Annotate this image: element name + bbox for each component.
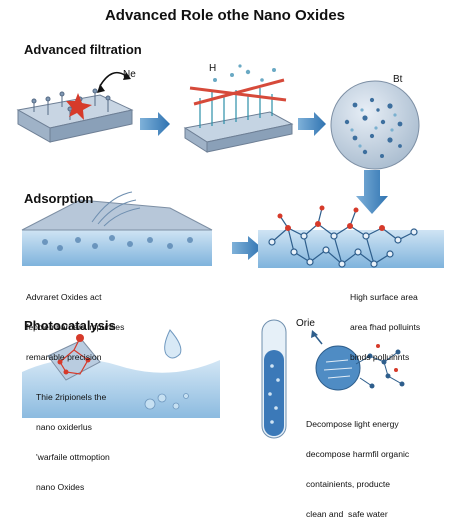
- caption-line: High surface area: [350, 292, 418, 302]
- catalyst-sphere: [311, 330, 405, 391]
- page-title: Advanced Role othe Nano Oxides: [104, 7, 346, 24]
- molecular-network: [258, 205, 444, 268]
- nanoparticle-sphere: [330, 80, 420, 170]
- arrow-head: [97, 84, 105, 93]
- caption-line: nano oxiderlus: [36, 422, 92, 432]
- adsorption-caption-left: Advraret Oxides act fepcien barriers imp…: [26, 272, 124, 372]
- arrow-head: [123, 72, 131, 80]
- section-heading-adsorption: Adsorption: [24, 191, 94, 206]
- label-orie: Orie: [296, 318, 315, 329]
- adsorption-surface: [21, 191, 213, 266]
- flow-arrow-3: [232, 236, 262, 260]
- caption-line: binds polluinnts: [350, 352, 410, 362]
- filtration-stage-2: [183, 64, 294, 153]
- photocatalysis-water: [22, 329, 220, 418]
- caption-line: area fhad polluints: [350, 322, 421, 332]
- diagram-canvas: [16, 64, 444, 439]
- caption-line: remarable precision: [26, 352, 102, 362]
- caption-line: containients, producte: [306, 479, 391, 489]
- caption-line: nano Oxides: [36, 482, 85, 492]
- curved-arrow: [99, 71, 127, 87]
- label-h: H: [209, 63, 217, 74]
- adsorption-caption-right: High surface area area fhad polluints bi…: [350, 272, 420, 372]
- caption-line: Decompose light energy: [306, 419, 399, 429]
- label-bt: Bt: [393, 74, 403, 85]
- caption-line: decompose harmfil organic: [306, 449, 410, 459]
- section-heading-filtration: Advanced filtration: [24, 42, 142, 57]
- section-heading-photocatalysis: Photocatalysis: [24, 318, 116, 333]
- flow-arrow-1: [140, 112, 170, 136]
- caption-line: clean and safe water: [306, 509, 388, 519]
- caption-line: 'warfaile ottmoption: [36, 452, 110, 462]
- photocatalysis-caption-right: Decompose light energy decompose harmfil…: [306, 399, 409, 529]
- test-tube: [261, 319, 287, 439]
- caption-line: fepcien barriers impurities: [26, 322, 125, 332]
- caption-line: Advraret Oxides act: [26, 292, 102, 302]
- photocatalysis-caption-left: Thie 2ripionels the nano oxiderlus 'warf…: [36, 372, 110, 502]
- flow-arrow-2: [298, 112, 326, 136]
- filtration-membrane: [16, 88, 134, 143]
- down-arrow: [356, 170, 388, 214]
- label-ne: Ne: [123, 69, 136, 80]
- caption-line: Thie 2ripionels the: [36, 392, 107, 402]
